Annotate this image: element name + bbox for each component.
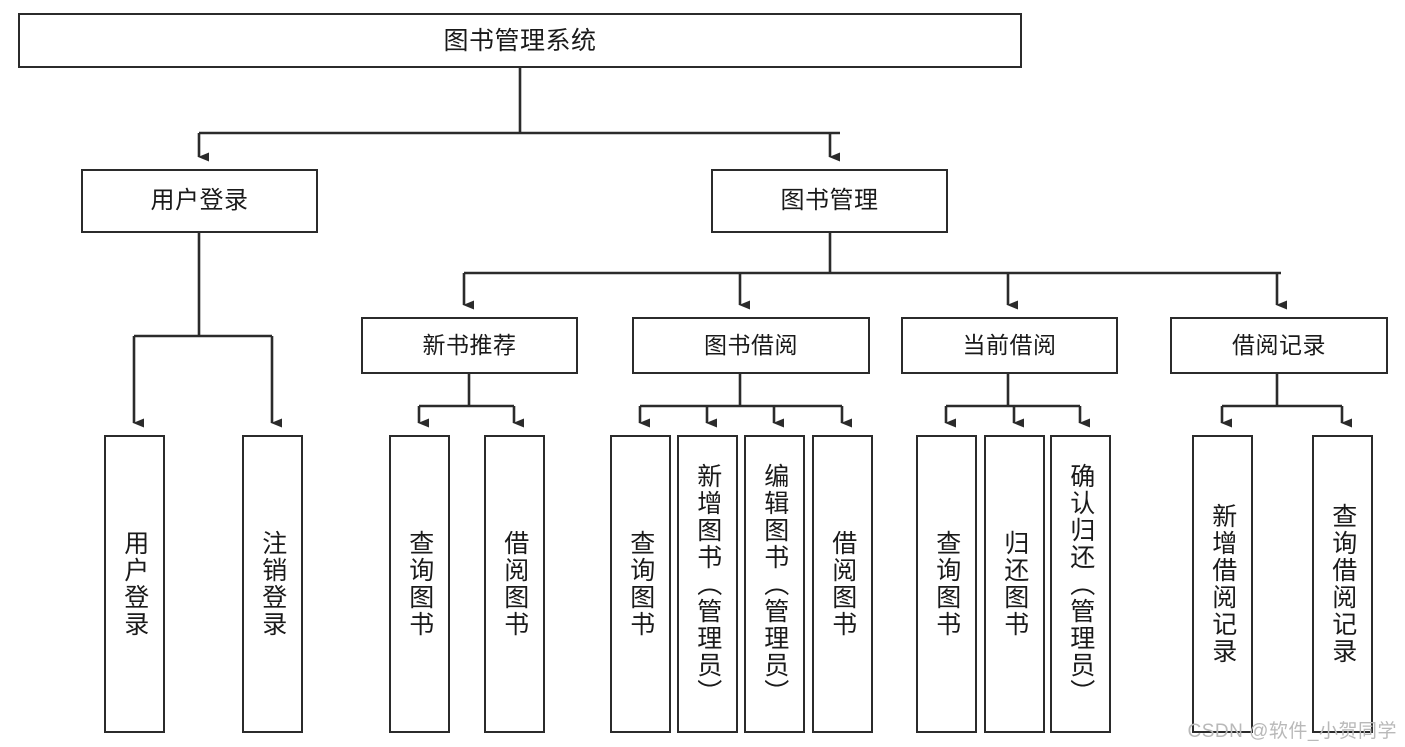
- node-leaf-add-book-label: 新增图书（管理员）: [693, 462, 722, 706]
- node-leaf-return-book-label: 归还图书: [1000, 530, 1029, 638]
- node-current-borrow-label: 当前借阅: [962, 331, 1057, 358]
- node-leaf-user-login[interactable]: 用户登录: [104, 435, 165, 733]
- node-current-borrow[interactable]: 当前借阅: [901, 317, 1118, 374]
- node-leaf-edit-book-label: 编辑图书（管理员）: [760, 462, 789, 706]
- node-leaf-add-book[interactable]: 新增图书（管理员）: [677, 435, 738, 733]
- node-leaf-query-book-3-label: 查询图书: [932, 530, 961, 638]
- node-leaf-query-book-3[interactable]: 查询图书: [916, 435, 977, 733]
- node-leaf-edit-book[interactable]: 编辑图书（管理员）: [744, 435, 805, 733]
- node-borrow-record-label: 借阅记录: [1232, 331, 1326, 358]
- node-leaf-confirm-return-label: 确认归还（管理员）: [1066, 462, 1095, 706]
- node-leaf-query-record-label: 查询借阅记录: [1328, 503, 1357, 665]
- node-book-manage-label: 图书管理: [780, 186, 879, 214]
- node-user-login-label: 用户登录: [150, 186, 249, 214]
- node-leaf-query-book-1-label: 查询图书: [405, 530, 434, 638]
- node-leaf-confirm-return[interactable]: 确认归还（管理员）: [1050, 435, 1111, 733]
- node-leaf-user-login-label: 用户登录: [120, 530, 149, 638]
- node-book-manage[interactable]: 图书管理: [711, 169, 948, 233]
- node-leaf-borrow-book-2-label: 借阅图书: [828, 530, 857, 638]
- node-user-login[interactable]: 用户登录: [81, 169, 318, 233]
- node-leaf-query-book-2[interactable]: 查询图书: [610, 435, 671, 733]
- node-leaf-borrow-book-2[interactable]: 借阅图书: [812, 435, 873, 733]
- node-leaf-query-record[interactable]: 查询借阅记录: [1312, 435, 1373, 733]
- node-root-label: 图书管理系统: [443, 26, 597, 55]
- node-leaf-query-book-2-label: 查询图书: [626, 530, 655, 638]
- node-leaf-return-book[interactable]: 归还图书: [984, 435, 1045, 733]
- node-leaf-logout[interactable]: 注销登录: [242, 435, 303, 733]
- node-book-borrow[interactable]: 图书借阅: [632, 317, 870, 374]
- node-leaf-query-book-1[interactable]: 查询图书: [389, 435, 450, 733]
- node-leaf-add-record-label: 新增借阅记录: [1208, 503, 1237, 665]
- node-new-book-recommend[interactable]: 新书推荐: [361, 317, 578, 374]
- node-leaf-add-record[interactable]: 新增借阅记录: [1192, 435, 1253, 733]
- node-borrow-record[interactable]: 借阅记录: [1170, 317, 1388, 374]
- node-new-book-recommend-label: 新书推荐: [422, 331, 517, 358]
- node-book-borrow-label: 图书借阅: [704, 331, 798, 358]
- node-leaf-logout-label: 注销登录: [258, 530, 287, 638]
- node-root[interactable]: 图书管理系统: [18, 13, 1022, 68]
- node-leaf-borrow-book-1-label: 借阅图书: [500, 530, 529, 638]
- node-leaf-borrow-book-1[interactable]: 借阅图书: [484, 435, 545, 733]
